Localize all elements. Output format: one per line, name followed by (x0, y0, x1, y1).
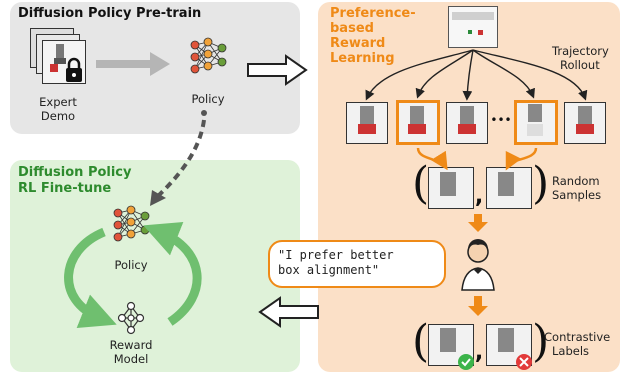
reward-model-label-line1: Reward (109, 338, 153, 352)
thumbnail-robot-sketches (358, 104, 594, 352)
pretrain-title: Diffusion Policy Pre-train (18, 6, 202, 21)
person-icon (461, 239, 495, 291)
policy-top-label: Policy (191, 92, 225, 106)
finetune-title-line2: RL Fine-tune (18, 181, 112, 196)
contrastive-close-paren: ) (532, 316, 550, 367)
expert-demo-label-line2: Demo (40, 109, 76, 123)
random-samples-line1: Random (552, 174, 600, 188)
neural-network-icon (190, 37, 227, 74)
random-open-paren: ( (412, 158, 430, 209)
random-close-paren: ) (532, 158, 550, 209)
demo-to-policy-arrow (96, 52, 170, 76)
cross-icon (516, 354, 532, 370)
finetune-title-line1: Diffusion Policy (18, 165, 132, 180)
trajectory-rollout-line2: Rollout (560, 58, 600, 72)
samples-to-human-arrow (468, 214, 488, 232)
reward-model-icon (117, 301, 145, 335)
preference-speech-bubble: "I prefer better box alignment" (268, 240, 446, 288)
reward-model-label-line2: Model (113, 352, 149, 366)
to-reward-outline-arrow (247, 54, 308, 86)
cycle-arrow-right (143, 221, 202, 326)
speech-line1: "I prefer better (278, 248, 394, 262)
pretrain-to-finetune-dashed-arrow (156, 119, 206, 198)
reward-title-line3: Reward (330, 36, 386, 51)
rollout-fan-arrows (365, 49, 588, 101)
rollout-ellipsis: ••• (490, 113, 512, 127)
trajectory-rollout-line1: Trajectory (552, 44, 609, 58)
lock-icon (66, 57, 82, 82)
human-to-labels-arrow (468, 296, 488, 316)
contrastive-labels-line1: Contrastive (544, 330, 611, 344)
check-icon (458, 354, 474, 370)
random-comma: , (474, 184, 484, 209)
select-arrow-2 (505, 147, 538, 171)
contrastive-open-paren: ( (412, 316, 430, 367)
contrastive-comma: , (474, 340, 484, 365)
speech-line2: box alignment" (278, 263, 380, 277)
expert-demo-label-line1: Expert (39, 95, 77, 109)
reward-title-line1: Preference- (330, 6, 416, 21)
reward-title-line4: Learning (330, 51, 395, 66)
to-finetune-outline-arrow (258, 296, 319, 328)
contrastive-labels-line2: Labels (552, 344, 590, 358)
neural-network-icon (113, 205, 150, 242)
reward-title-line2: based (330, 21, 374, 36)
demo-robot-gripper (50, 44, 66, 72)
policy-bottom-label: Policy (114, 258, 148, 272)
random-samples-line2: Samples (552, 188, 602, 202)
dash-start-dot (201, 110, 207, 116)
cycle-arrow-left (64, 227, 117, 329)
select-arrow-1 (416, 147, 448, 171)
